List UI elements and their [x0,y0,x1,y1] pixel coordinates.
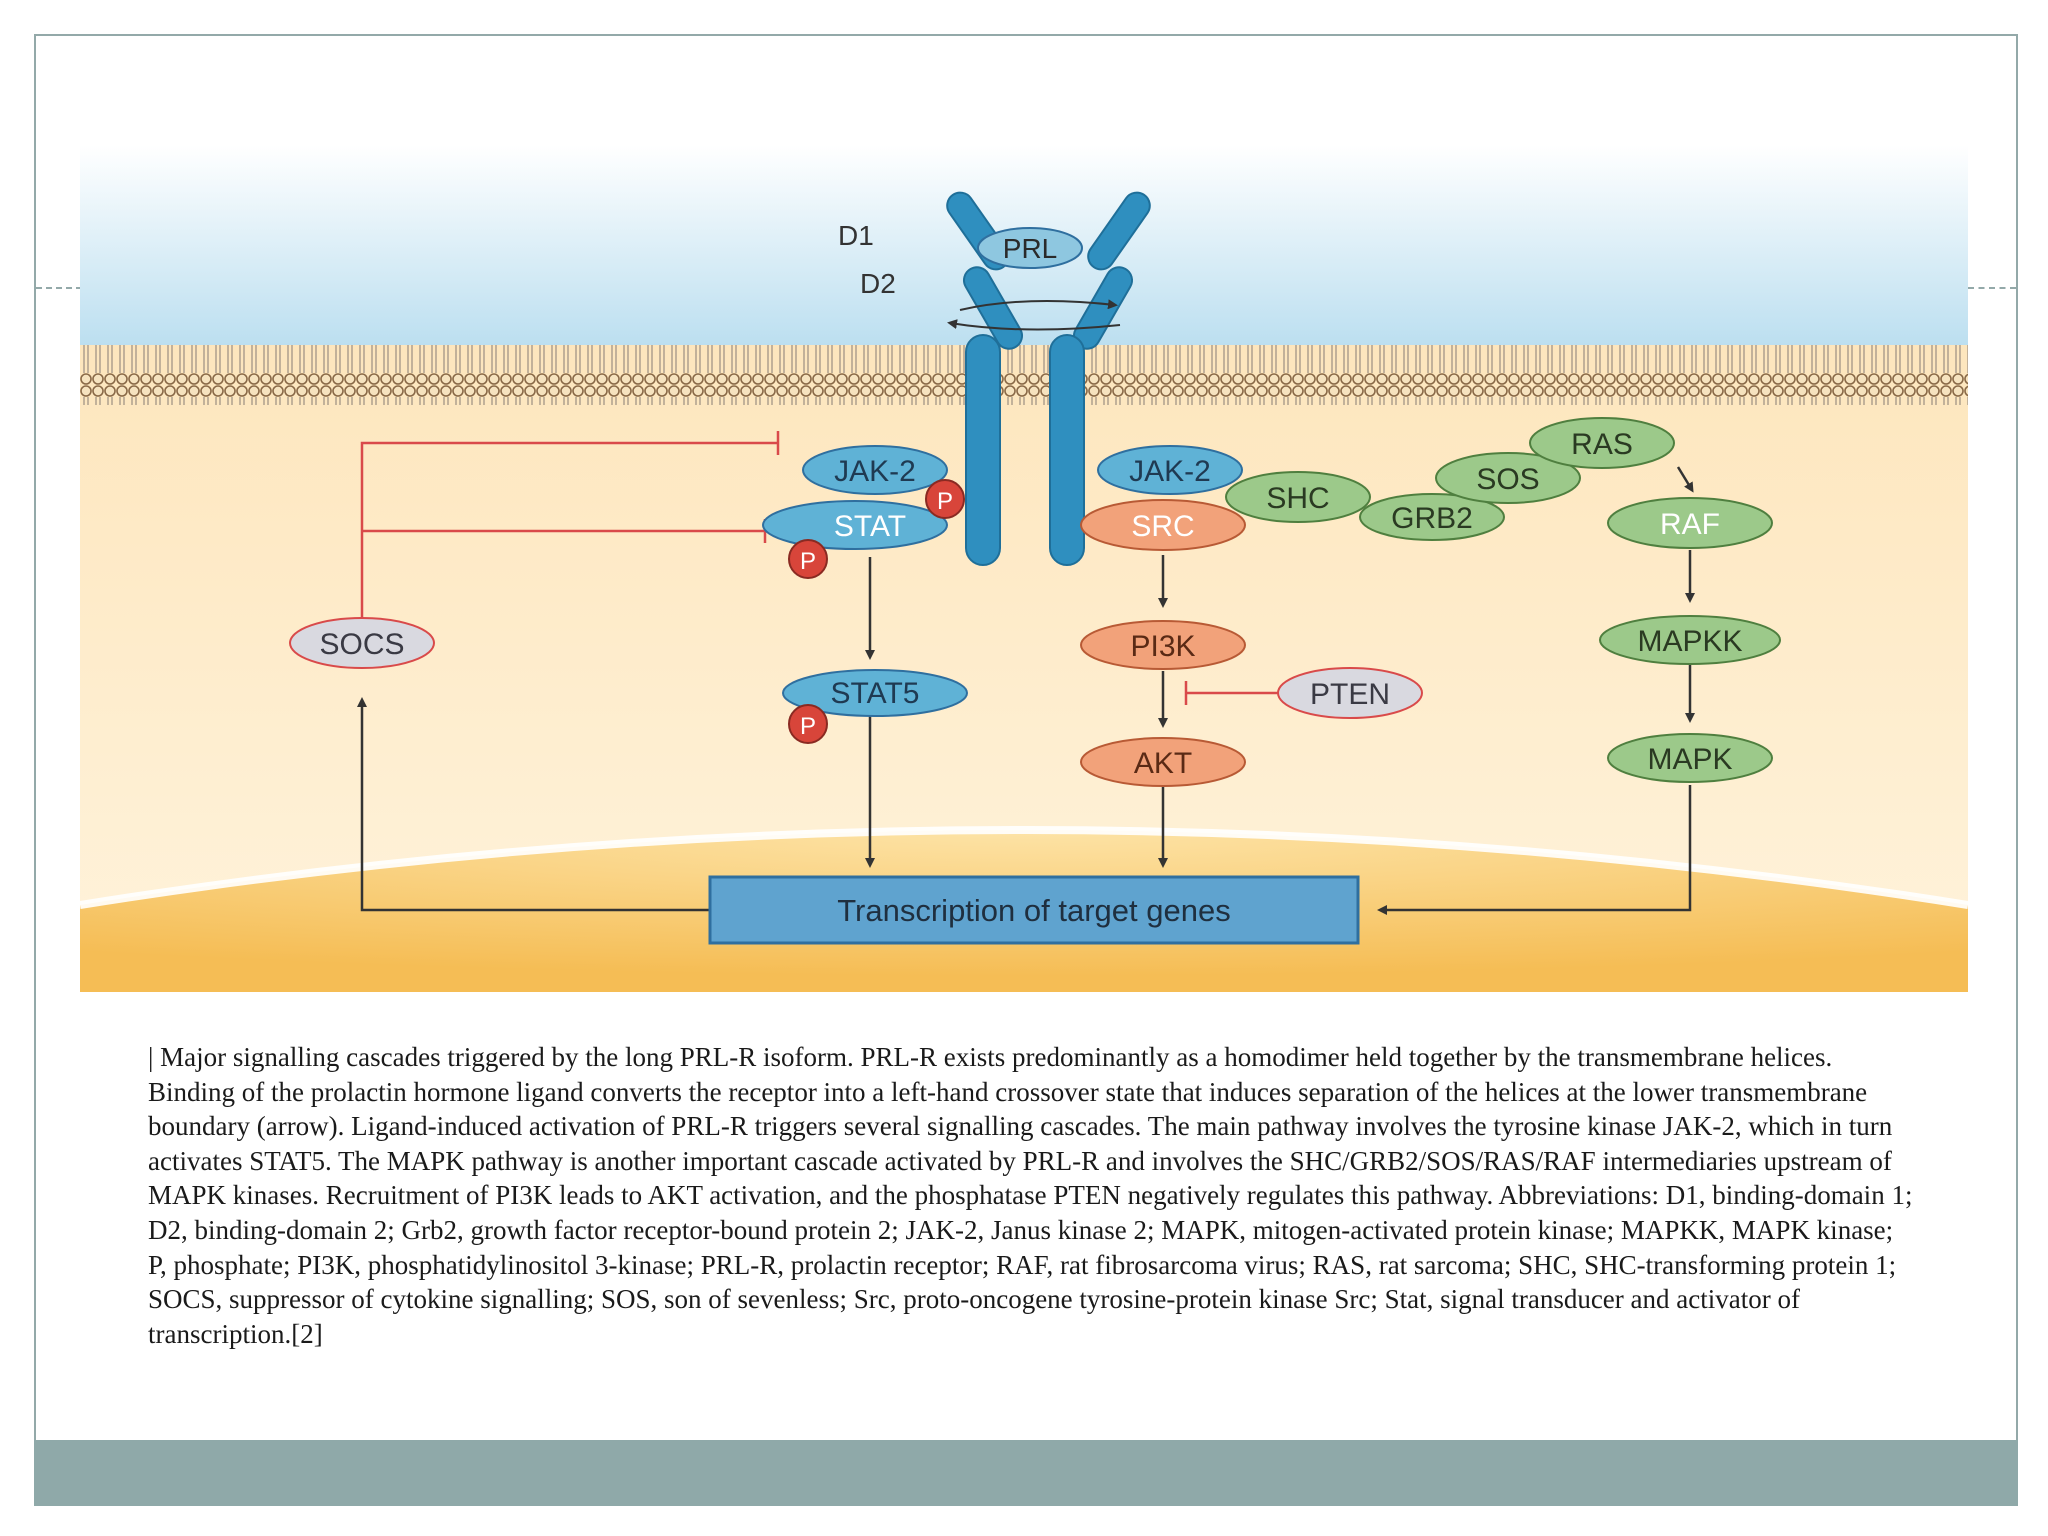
jak2-left-node: JAK-2 [802,445,948,495]
divider-left [36,287,82,289]
jak2-left-label: JAK-2 [834,455,916,488]
pi3k-node: PI3K [1080,620,1246,670]
phosphate-jak2-label: P [937,488,953,515]
shc-label: SHC [1266,482,1329,515]
arrow-mapk-transcription [1377,785,1692,915]
prl-label: PRL [1003,233,1057,264]
jak2-right-node: JAK-2 [1097,445,1243,495]
footer-band [34,1440,2018,1506]
akt-label: AKT [1134,747,1192,780]
transcription-label: Transcription of target genes [837,893,1230,928]
mapk-node: MAPK [1607,733,1773,783]
ras-label: RAS [1571,428,1633,461]
stat-label: STAT [834,510,906,543]
ras-node: RAS [1529,417,1675,469]
figure-caption: | Major signalling cascades triggered by… [148,1042,1913,1349]
grb2-node: GRB2 [1359,493,1505,541]
mapk-label: MAPK [1647,743,1732,776]
d2-label: D2 [860,268,896,299]
cell-membrane [80,345,1968,405]
phosphate-jak2: P [925,479,965,519]
src-label: SRC [1131,510,1194,543]
raf-node: RAF [1607,497,1773,549]
mapkk-label: MAPKK [1637,625,1742,658]
jak2-right-label: JAK-2 [1129,455,1211,488]
stat-node: STAT [762,500,948,550]
prl-node: PRL [977,227,1083,269]
arrow-ras-raf [1676,466,1694,493]
grb2-label: GRB2 [1391,502,1473,535]
divider-right [1968,287,2016,289]
phosphate-stat5-label: P [800,713,816,740]
crossover-arrow-back [947,319,1121,331]
stat5-node: STAT5 [782,669,968,717]
phosphate-stat: P [788,539,828,579]
mapkk-node: MAPKK [1599,615,1781,665]
pi3k-label: PI3K [1130,630,1195,663]
signalling-diagram: PRL D1 D2 JAK-2 STAT P P [80,145,1968,992]
crossover-arrow [959,299,1118,311]
pten-label: PTEN [1310,678,1390,711]
phosphate-stat-label: P [800,548,816,575]
d1-label: D1 [838,220,874,251]
pten-node: PTEN [1277,667,1423,719]
arrow-transcription-socs [357,697,710,912]
transcription-box: Transcription of target genes [708,875,1360,945]
sos-node: SOS [1435,452,1581,504]
socs-label: SOCS [319,628,404,661]
shc-node: SHC [1225,471,1371,523]
stat5-label: STAT5 [831,677,920,710]
akt-node: AKT [1080,737,1246,787]
socs-node: SOCS [289,617,435,669]
sos-label: SOS [1476,463,1539,496]
raf-label: RAF [1660,508,1720,541]
phosphate-stat5: P [788,704,828,744]
src-node: SRC [1080,499,1246,551]
